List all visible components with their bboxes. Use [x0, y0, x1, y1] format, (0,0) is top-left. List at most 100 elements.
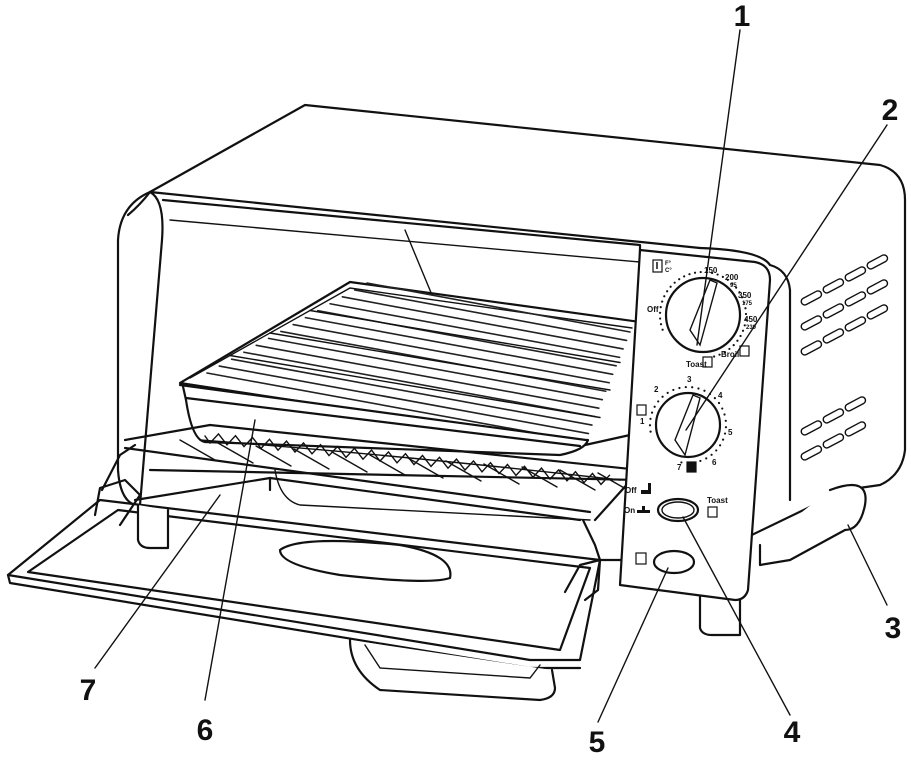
callout-5: 5: [589, 726, 606, 759]
temperature-dial[interactable]: F° C° Off 150 200 95 350 175 450 230 Toa…: [647, 259, 758, 369]
temp-unit-icon: [652, 259, 663, 273]
dial-tick: [711, 271, 714, 275]
lower-rack: [123, 423, 642, 522]
callout-1: 1: [734, 0, 751, 33]
shade-7-label: 7: [677, 463, 682, 472]
shade-2-label: 2: [654, 385, 659, 394]
shade-6-label: 6: [712, 458, 717, 467]
temp-350-label: 350: [738, 291, 752, 300]
vent-slot: [866, 304, 889, 320]
switch-on-icon: [637, 506, 650, 513]
dial-tick: [669, 285, 672, 288]
dial-tick: [661, 328, 664, 331]
vent-slot: [800, 445, 823, 461]
dial-tick: [719, 444, 722, 447]
rack-cross-bar: [229, 354, 601, 419]
vent-slot: [822, 278, 845, 294]
rack-bar: [267, 337, 604, 401]
dial-tick: [723, 413, 726, 416]
dial-tick: [657, 400, 660, 403]
vent-slot: [822, 303, 845, 319]
switch-toast-icon: [707, 506, 718, 518]
shade-4-label: 4: [718, 391, 723, 400]
lower-rack-bar: [255, 445, 292, 467]
dial-tick: [723, 351, 726, 354]
vent-slot: [844, 291, 867, 307]
dial-tick: [663, 295, 666, 298]
dial-tick: [653, 405, 656, 408]
dial-tick: [691, 386, 694, 389]
dial-tick: [699, 270, 702, 274]
lower-rack-bar: [293, 448, 330, 470]
toast-icon: [702, 356, 713, 368]
dial-tick: [661, 395, 664, 398]
vent-slot: [844, 396, 867, 412]
dial-tick: [703, 389, 706, 392]
rack-cross-bar: [269, 332, 611, 391]
dial-tick: [717, 401, 721, 405]
dial-tick: [659, 317, 662, 320]
switch-on-label: On: [624, 506, 635, 515]
rack-bar: [366, 282, 631, 333]
dial-tick: [649, 417, 652, 420]
vent-slot: [844, 316, 867, 332]
switch-toast-label: Toast: [707, 496, 728, 505]
dial-tick: [743, 324, 746, 327]
dial-tick: [678, 386, 681, 390]
lower-rack-bar: [559, 469, 596, 491]
rack-bar: [292, 323, 611, 384]
dial-tick: [710, 453, 713, 456]
shade-3-label: 3: [687, 375, 692, 384]
broil-icon: [739, 345, 750, 357]
dial-tick: [658, 311, 662, 314]
rack-cross-bar: [309, 309, 621, 364]
power-indicator-light: [635, 549, 696, 575]
callout-4: 4: [784, 716, 801, 749]
dial-tick: [659, 323, 663, 326]
dial-tick: [684, 385, 687, 389]
rack-bar: [353, 289, 628, 342]
rack-bar: [304, 316, 614, 376]
shade-1-label: 1: [640, 417, 645, 426]
toast-shade-dial[interactable]: 1 2 3 4 5 6 7: [636, 375, 733, 473]
temp-200-label: 200: [725, 273, 739, 282]
dial-tick: [738, 291, 741, 294]
callout-6: 6: [197, 714, 214, 747]
baking-pan: [178, 380, 590, 457]
temp-200c-label: 95: [730, 283, 737, 289]
dial-tick: [673, 281, 676, 284]
switch-off-icon: [641, 483, 651, 494]
dial-tick: [697, 387, 700, 390]
temp-450c-label: 230: [746, 325, 757, 331]
callout-numbers: 1 2 3 4 5 6 7: [80, 0, 902, 759]
dial-tick: [721, 438, 725, 441]
callout-leaders: [94, 29, 888, 723]
rack-bar: [341, 296, 624, 350]
lower-rack-bar: [483, 463, 520, 485]
dial-tick: [741, 296, 744, 299]
vent-slot: [800, 420, 823, 436]
dial-tick: [683, 275, 686, 278]
rack-bar: [329, 302, 621, 359]
vent-slot: [866, 254, 889, 270]
vent-slot: [822, 408, 845, 424]
dial-tick: [693, 271, 697, 274]
temp-150-label: 150: [704, 266, 718, 275]
indicator-icon: [635, 552, 647, 565]
dial-tick: [732, 344, 735, 347]
vent-slot: [866, 279, 889, 295]
dial-tick: [715, 449, 718, 452]
dial-tick: [723, 432, 727, 435]
temp-350c-label: 175: [742, 301, 753, 307]
rack-bar: [218, 365, 590, 435]
dial-tick: [705, 457, 708, 460]
dial-tick: [731, 282, 734, 285]
toast-label: Toast: [686, 360, 707, 369]
dial-tick: [661, 300, 664, 303]
on-off-switch[interactable]: Off On Toast: [624, 483, 728, 523]
dial-tick: [688, 273, 691, 276]
rack-bar: [243, 351, 597, 418]
vent-slot: [800, 290, 823, 306]
dial-tick: [678, 278, 681, 281]
dial-tick: [713, 397, 716, 400]
